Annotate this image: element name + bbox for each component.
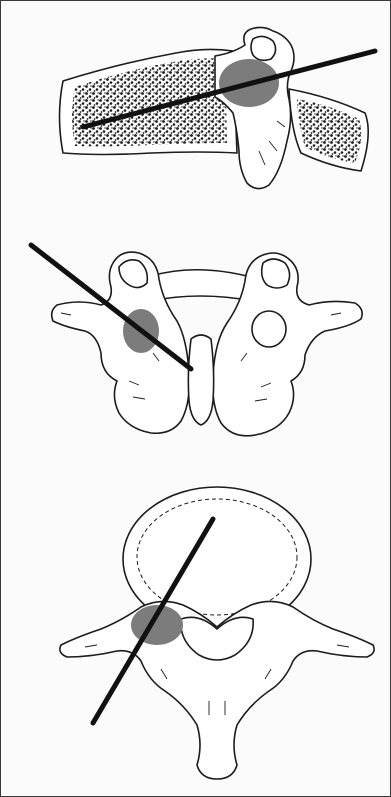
- target-zone-posterior-right: [252, 311, 286, 347]
- lateral-view: [60, 27, 376, 188]
- axial-view: [60, 487, 374, 779]
- spinous-process-posterior: [188, 335, 213, 425]
- posterior-view: [31, 245, 362, 436]
